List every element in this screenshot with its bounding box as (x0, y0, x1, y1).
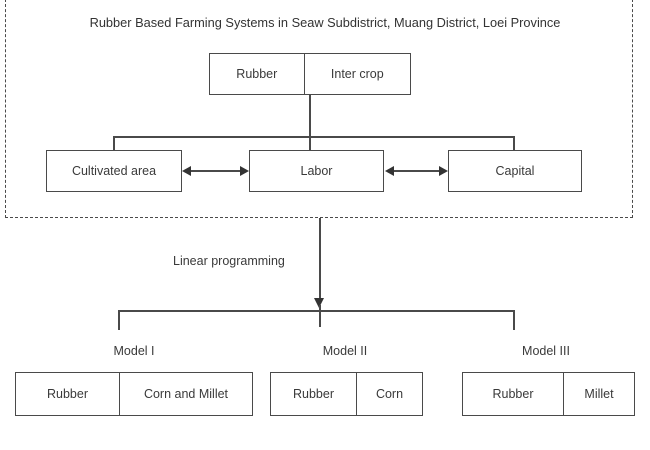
model-2-cell-rubber: Rubber (293, 387, 334, 401)
factor-box-labor: Labor (249, 150, 384, 192)
model-3-cell-millet: Millet (563, 373, 634, 415)
factor-label-cultivated-area: Cultivated area (71, 164, 157, 178)
system-cell-inter-crop: Inter crop (303, 54, 410, 94)
arrow-head-right-labor-from-cultivated (240, 166, 249, 176)
model-3-cell-rubber: Rubber (492, 387, 534, 401)
factor-box-cultivated-area: Cultivated area (46, 150, 182, 192)
model-box-1: Rubber Corn and Millet (15, 372, 253, 416)
factor-box-capital: Capital (448, 150, 582, 192)
model-box-3: Rubber Millet (462, 372, 635, 416)
factor-label-labor: Labor (300, 164, 333, 178)
model-label-3: Model III (522, 344, 570, 358)
factor-label-capital: Capital (495, 164, 535, 178)
farming-system-dashed-region (5, 0, 633, 218)
system-box: Rubber Inter crop (209, 53, 411, 95)
model-1-cell-rubber: Rubber (47, 387, 88, 401)
page-title: Rubber Based Farming Systems in Seaw Sub… (89, 15, 561, 30)
factor-drop-capital (513, 136, 515, 151)
model-distribution-bar (118, 310, 514, 312)
arrow-line-cultivated-labor (190, 170, 240, 172)
arrow-head-left-cultivated (182, 166, 191, 176)
arrow-line-labor-capital (393, 170, 439, 172)
factor-drop-cultivated-area (113, 136, 115, 151)
linear-programming-arrow-head (314, 298, 324, 308)
model-2-cell-corn: Corn (356, 373, 422, 415)
model-label-2: Model II (322, 344, 368, 358)
system-stem-connector (309, 95, 311, 151)
factor-distribution-bar (113, 136, 514, 138)
model-drop-model-3 (513, 310, 515, 330)
arrow-head-right-capital (439, 166, 448, 176)
model-label-1: Model I (113, 344, 155, 358)
process-label: Linear programming (173, 254, 285, 268)
model-box-2: Rubber Corn (270, 372, 423, 416)
model-stem-connector (319, 305, 321, 327)
arrow-head-left-labor-from-capital (385, 166, 394, 176)
system-cell-rubber: Rubber (236, 67, 278, 81)
model-1-cell-corn-and-millet: Corn and Millet (119, 373, 252, 415)
model-drop-model-1 (118, 310, 120, 330)
linear-programming-arrow-shaft (319, 218, 321, 300)
